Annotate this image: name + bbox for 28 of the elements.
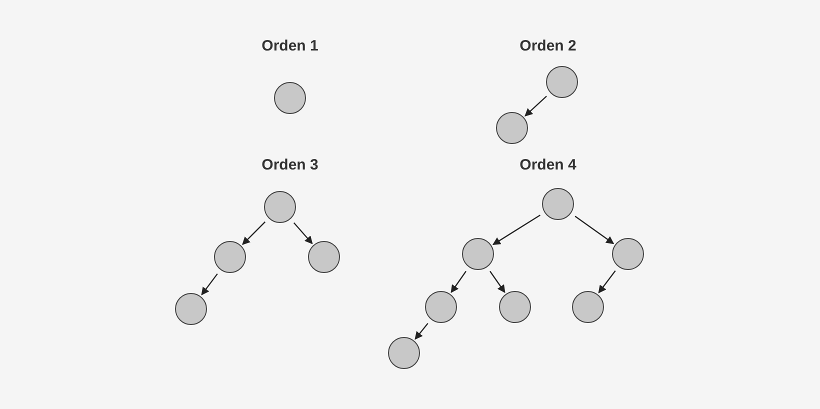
tree-node-circle (175, 293, 207, 325)
tree-node-circle (308, 241, 340, 273)
arrow (293, 222, 313, 244)
tree-node-circle (425, 291, 457, 323)
tree-title: Orden 4 (520, 156, 576, 174)
tree-node-circle (542, 188, 574, 220)
arrow (242, 221, 266, 245)
tree-node-circle (274, 82, 306, 114)
tree-node-circle (462, 238, 494, 270)
tree-title: Orden 2 (520, 38, 576, 54)
tree-node-circle (496, 112, 528, 144)
tree-node-circle (499, 291, 531, 323)
arrow (490, 270, 506, 294)
tree-node-circle (546, 66, 578, 98)
tree-node-circle (214, 241, 246, 273)
arrow (574, 216, 614, 244)
tree-title: Orden 1 (262, 38, 318, 54)
arrow (492, 214, 540, 245)
tree-node-circle (264, 191, 296, 223)
arrow (201, 273, 218, 296)
tree-node-circle (388, 337, 420, 369)
arrow (414, 322, 428, 340)
arrow (524, 96, 547, 116)
tree-node-circle (612, 238, 644, 270)
arrow (598, 270, 616, 294)
arrow (450, 270, 466, 294)
tree-title: Orden 3 (262, 156, 318, 174)
tree-node-circle (572, 291, 604, 323)
